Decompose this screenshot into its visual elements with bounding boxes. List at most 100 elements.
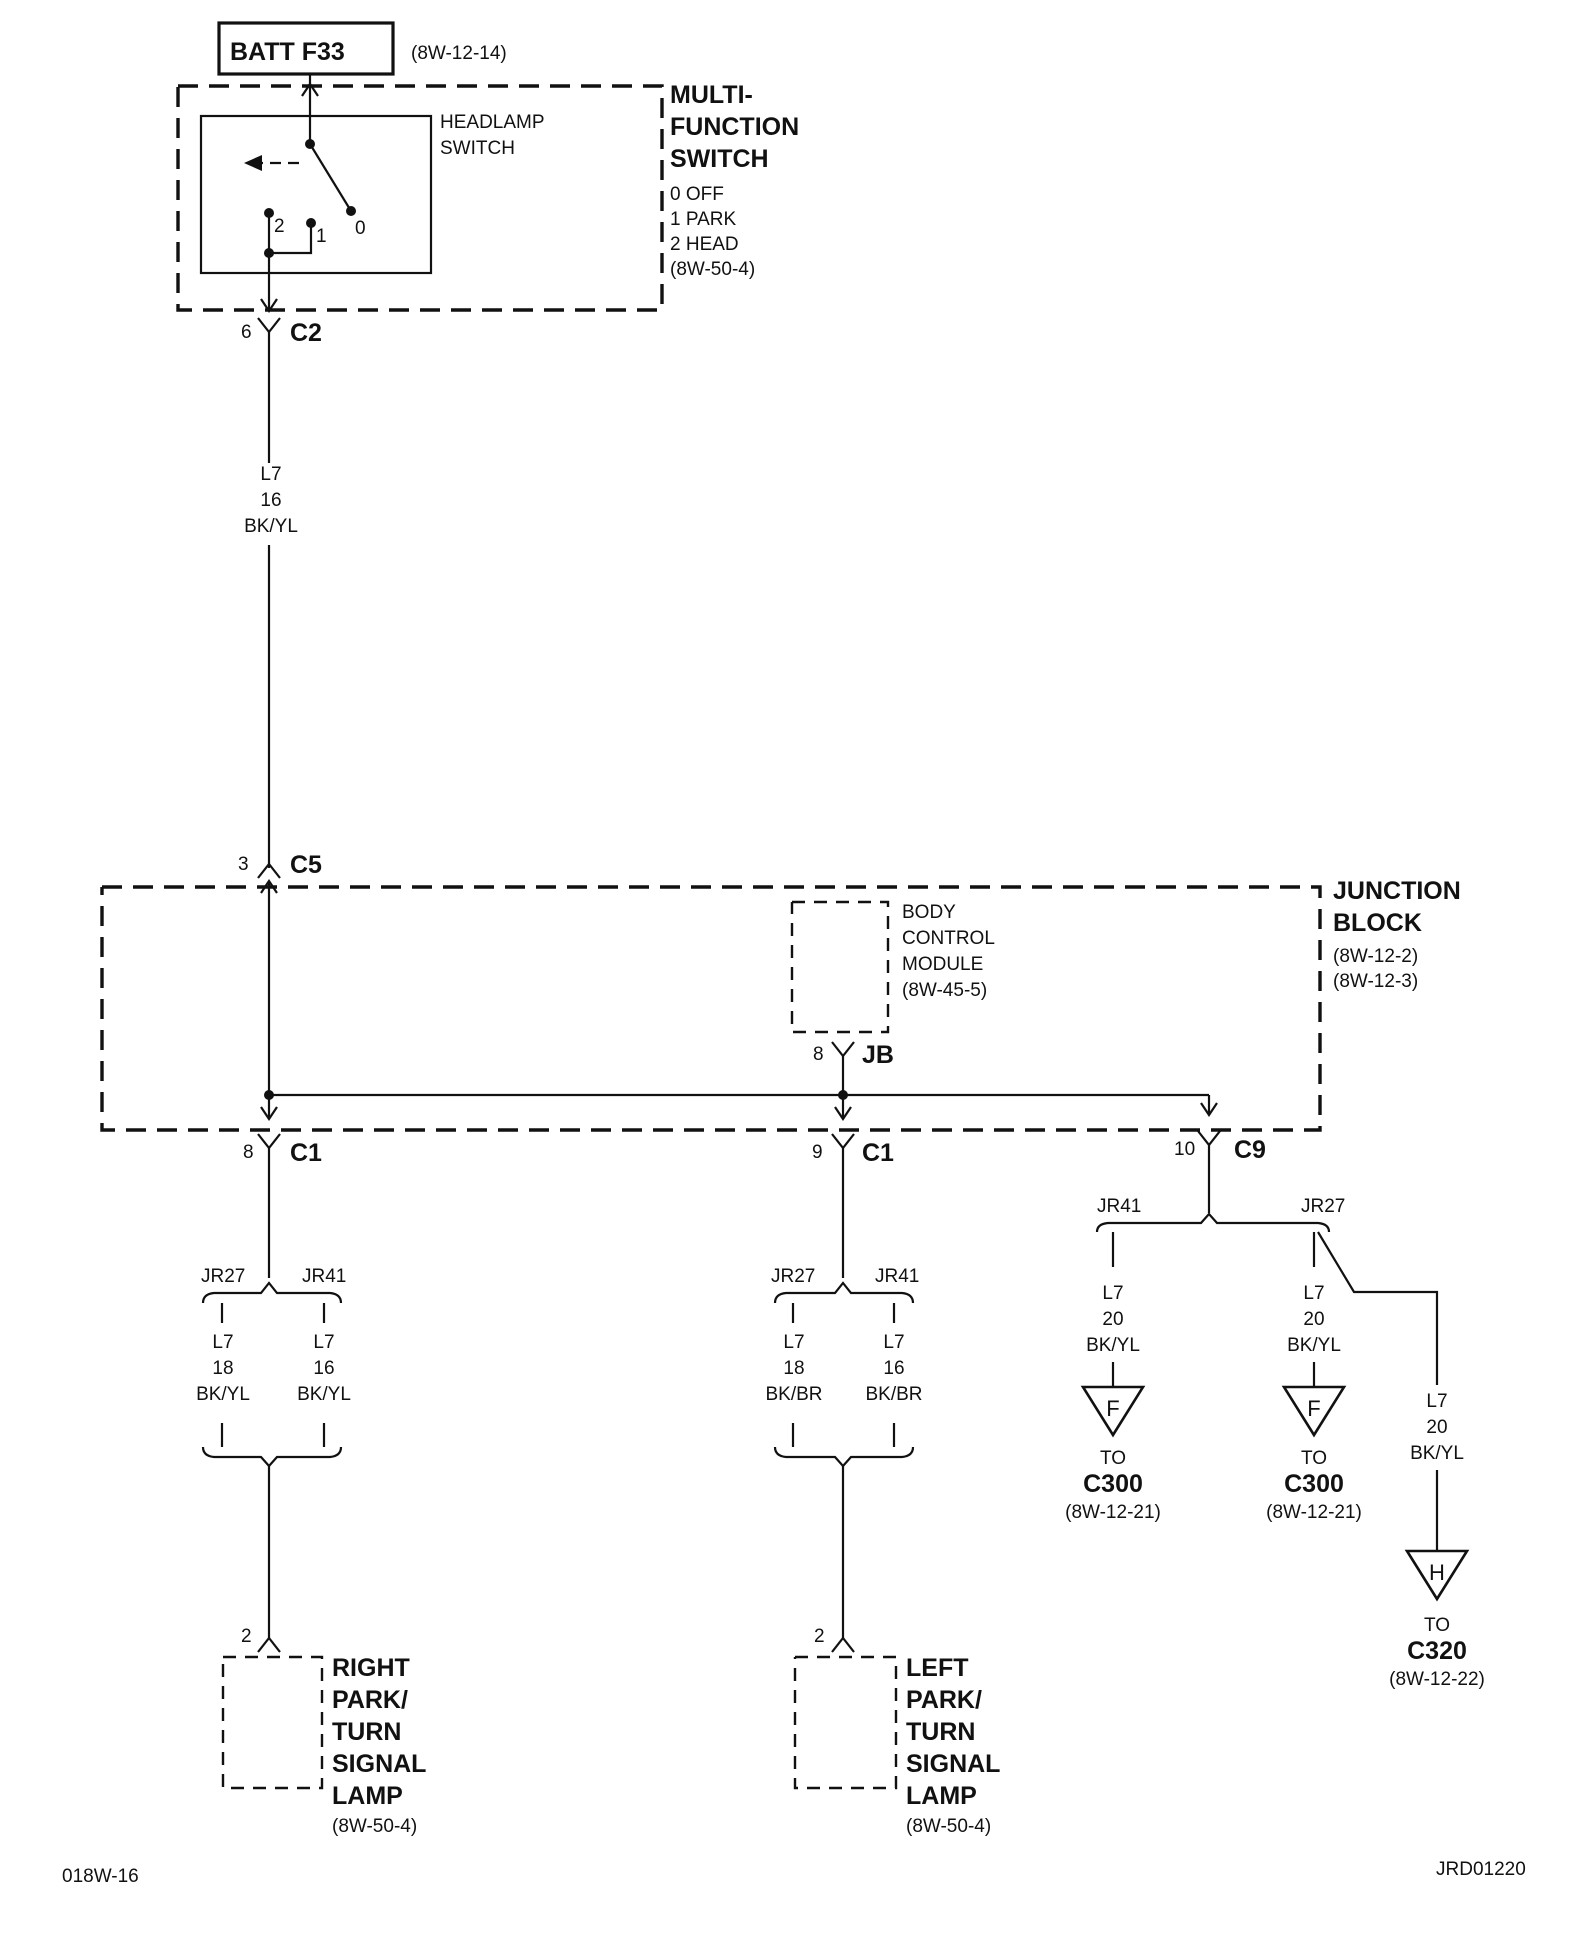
svg-text:JB: JB — [862, 1041, 894, 1069]
svg-text:TO: TO — [1100, 1448, 1126, 1469]
svg-text:TO: TO — [1424, 1615, 1450, 1636]
svg-text:6: 6 — [241, 322, 252, 343]
off-page-triangle-icon — [1404, 1549, 1470, 1602]
connector-c9: 10 C9 — [1174, 1130, 1266, 1164]
svg-text:LAMP: LAMP — [906, 1782, 977, 1810]
svg-text:JR41: JR41 — [302, 1266, 346, 1287]
connector-c1-left: 8 C1 — [243, 1133, 322, 1167]
headlamp-switch-box — [199, 114, 433, 275]
svg-text:(8W-12-21): (8W-12-21) — [1266, 1502, 1362, 1523]
svg-text:10: 10 — [1174, 1139, 1195, 1160]
svg-text:16: 16 — [260, 490, 281, 511]
svg-text:RIGHT: RIGHT — [332, 1654, 410, 1682]
main-wire-label: L7 16 BK/YL — [244, 464, 298, 537]
footer-right-code: JRD01220 — [1436, 1859, 1526, 1880]
svg-text:F: F — [1307, 1396, 1320, 1421]
contact-0 — [346, 206, 356, 216]
svg-text:0: 0 — [355, 218, 366, 239]
footer-left-code: 018W-16 — [62, 1866, 139, 1887]
svg-text:BLOCK: BLOCK — [1333, 909, 1422, 937]
multi-function-switch: HEADLAMP SWITCH 0 2 1 MULTI- FUNCTION SW… — [176, 74, 799, 313]
svg-text:2: 2 — [241, 1626, 252, 1647]
svg-text:2: 2 — [274, 216, 285, 237]
headlamp-switch-label-1: HEADLAMP — [440, 112, 545, 133]
off-page-connector-f-1: F TO C300 (8W-12-21) — [1065, 1385, 1161, 1523]
connector-c1-mid: 9 C1 — [812, 1133, 894, 1167]
svg-text:BK/BR: BK/BR — [865, 1384, 922, 1405]
batt-ref: (8W-12-14) — [411, 43, 507, 64]
mfs-title-3: SWITCH — [670, 145, 769, 173]
batt-label: BATT F33 — [230, 38, 345, 66]
svg-text:LEFT: LEFT — [906, 1654, 969, 1682]
svg-text:L7: L7 — [260, 464, 281, 485]
svg-text:C1: C1 — [862, 1139, 894, 1167]
svg-text:TO: TO — [1301, 1448, 1327, 1469]
c5-connector-symbol — [257, 862, 281, 879]
svg-text:(8W-12-3): (8W-12-3) — [1333, 971, 1418, 992]
svg-text:C320: C320 — [1407, 1637, 1467, 1665]
svg-text:PARK/: PARK/ — [332, 1686, 408, 1714]
svg-text:H: H — [1429, 1560, 1445, 1585]
svg-text:8: 8 — [813, 1044, 824, 1065]
mfs-position-2: 2 HEAD — [670, 234, 739, 255]
svg-text:(8W-12-22): (8W-12-22) — [1389, 1669, 1485, 1690]
svg-text:20: 20 — [1303, 1309, 1324, 1330]
svg-text:20: 20 — [1426, 1417, 1447, 1438]
svg-text:BK/YL: BK/YL — [1410, 1443, 1464, 1464]
right-lamp-outline — [221, 1655, 324, 1790]
svg-text:F: F — [1106, 1396, 1119, 1421]
svg-text:BK/BR: BK/BR — [765, 1384, 822, 1405]
svg-text:8: 8 — [243, 1142, 254, 1163]
svg-text:9: 9 — [812, 1142, 823, 1163]
svg-text:20: 20 — [1102, 1309, 1123, 1330]
bcm-outline — [790, 900, 890, 1034]
junction-block-outline — [100, 885, 1322, 1132]
svg-text:BK/YL: BK/YL — [1086, 1335, 1140, 1356]
svg-text:2: 2 — [814, 1626, 825, 1647]
left-park-turn-signal-lamp: 2 LEFT PARK/ TURN SIGNAL LAMP (8W-50-4) — [793, 1626, 1000, 1837]
off-page-connector-h: H TO C320 (8W-12-22) — [1389, 1549, 1485, 1690]
svg-text:BK/YL: BK/YL — [244, 516, 298, 537]
off-page-triangle-icon — [1281, 1385, 1347, 1438]
c9-branch: JR41 JR27 L7 20 BK/YL L7 20 BK/YL L7 20 … — [1086, 1145, 1464, 1551]
svg-text:JR41: JR41 — [875, 1266, 919, 1287]
svg-text:L7: L7 — [883, 1332, 904, 1353]
svg-text:TURN: TURN — [906, 1718, 975, 1746]
svg-text:L7: L7 — [783, 1332, 804, 1353]
svg-text:BK/YL: BK/YL — [297, 1384, 351, 1405]
svg-text:18: 18 — [783, 1358, 804, 1379]
svg-text:C1: C1 — [290, 1139, 322, 1167]
svg-text:BK/YL: BK/YL — [196, 1384, 250, 1405]
mfs-position-0: 0 OFF — [670, 184, 724, 205]
svg-text:SIGNAL: SIGNAL — [906, 1750, 1000, 1778]
svg-text:L7: L7 — [212, 1332, 233, 1353]
off-page-triangle-icon — [1080, 1385, 1146, 1438]
svg-text:C5: C5 — [290, 851, 322, 879]
right-lamp-branch: JR27 JR41 L7 18 BK/YL L7 16 BK/YL — [196, 1148, 351, 1638]
linkage-arrow-icon — [244, 155, 262, 171]
svg-text:C2: C2 — [290, 319, 322, 347]
mfs-title-1: MULTI- — [670, 81, 753, 109]
svg-text:C9: C9 — [1234, 1136, 1266, 1164]
mfs-title-2: FUNCTION — [670, 113, 799, 141]
left-lamp-branch: JR27 JR41 L7 18 BK/BR L7 16 BK/BR — [765, 1148, 923, 1638]
mfs-ref: (8W-50-4) — [670, 259, 755, 280]
svg-text:CONTROL: CONTROL — [902, 928, 995, 949]
c2-connector-symbol — [257, 317, 281, 334]
mfs-position-1: 1 PARK — [670, 209, 737, 230]
svg-text:JR41: JR41 — [1097, 1196, 1141, 1217]
headlamp-switch-label-2: SWITCH — [440, 138, 515, 159]
connector-c2: 6 C2 — [241, 317, 322, 347]
svg-text:C300: C300 — [1284, 1470, 1344, 1498]
svg-text:(8W-12-2): (8W-12-2) — [1333, 946, 1418, 967]
switch-blade — [309, 143, 352, 212]
svg-text:SIGNAL: SIGNAL — [332, 1750, 426, 1778]
svg-text:JR27: JR27 — [1301, 1196, 1345, 1217]
svg-text:BK/YL: BK/YL — [1287, 1335, 1341, 1356]
right-park-turn-signal-lamp: 2 RIGHT PARK/ TURN SIGNAL LAMP (8W-50-4) — [221, 1626, 426, 1837]
svg-text:TURN: TURN — [332, 1718, 401, 1746]
left-lamp-outline — [793, 1655, 898, 1790]
svg-text:(8W-45-5): (8W-45-5) — [902, 980, 987, 1001]
svg-text:(8W-12-21): (8W-12-21) — [1065, 1502, 1161, 1523]
